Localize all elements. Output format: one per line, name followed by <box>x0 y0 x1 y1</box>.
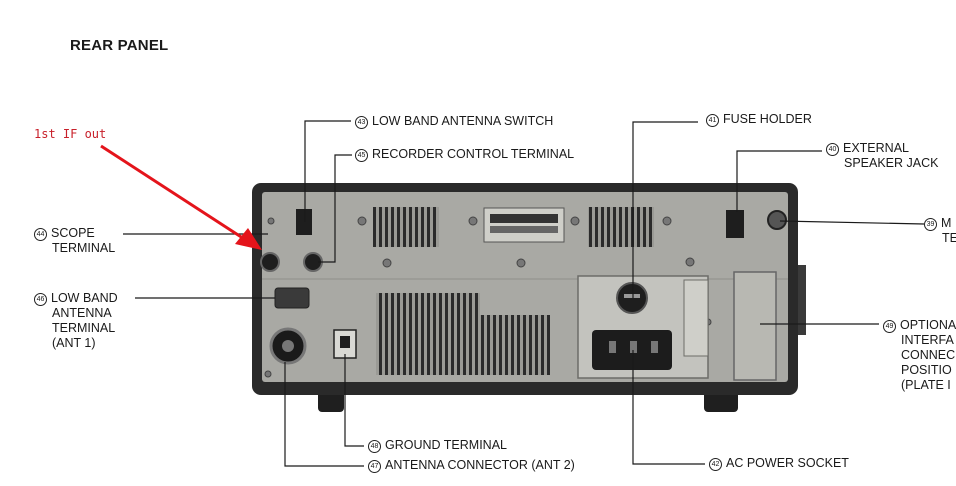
callout-number: 48 <box>368 440 381 453</box>
optional-interface-plate <box>733 271 777 381</box>
low-band-antenna-switch[interactable] <box>296 209 312 235</box>
callout-number: 45 <box>355 149 368 162</box>
annotation-1st-if-out: 1st IF out <box>34 127 107 141</box>
m-jack[interactable] <box>767 210 787 230</box>
scope-terminal-jack[interactable] <box>260 252 280 272</box>
callout-number: 46 <box>34 293 47 306</box>
vent-grille-right <box>588 207 654 247</box>
callout-number: 40 <box>826 143 839 156</box>
vent-grille-left <box>373 207 439 247</box>
foot-left <box>318 390 344 412</box>
callout-number: 47 <box>368 460 381 473</box>
callout-number: 42 <box>709 458 722 471</box>
callout-number: 39 <box>924 218 937 231</box>
callout-number: 43 <box>355 116 368 129</box>
callout-number: 44 <box>34 228 47 241</box>
vent-grille-bottom-left <box>376 293 480 375</box>
callout-number: 49 <box>883 320 896 333</box>
foot-right <box>704 390 738 412</box>
vent-grille-bottom-mid <box>480 315 550 375</box>
page-title: REAR PANEL <box>70 37 169 54</box>
annotation-arrow <box>100 144 253 246</box>
side-plate <box>683 279 709 357</box>
side-handle <box>798 265 806 335</box>
low-band-antenna-terminal[interactable] <box>274 287 310 309</box>
callout-number: 41 <box>706 114 719 127</box>
model-label-plate <box>483 207 565 243</box>
external-speaker-jack[interactable] <box>726 210 744 238</box>
